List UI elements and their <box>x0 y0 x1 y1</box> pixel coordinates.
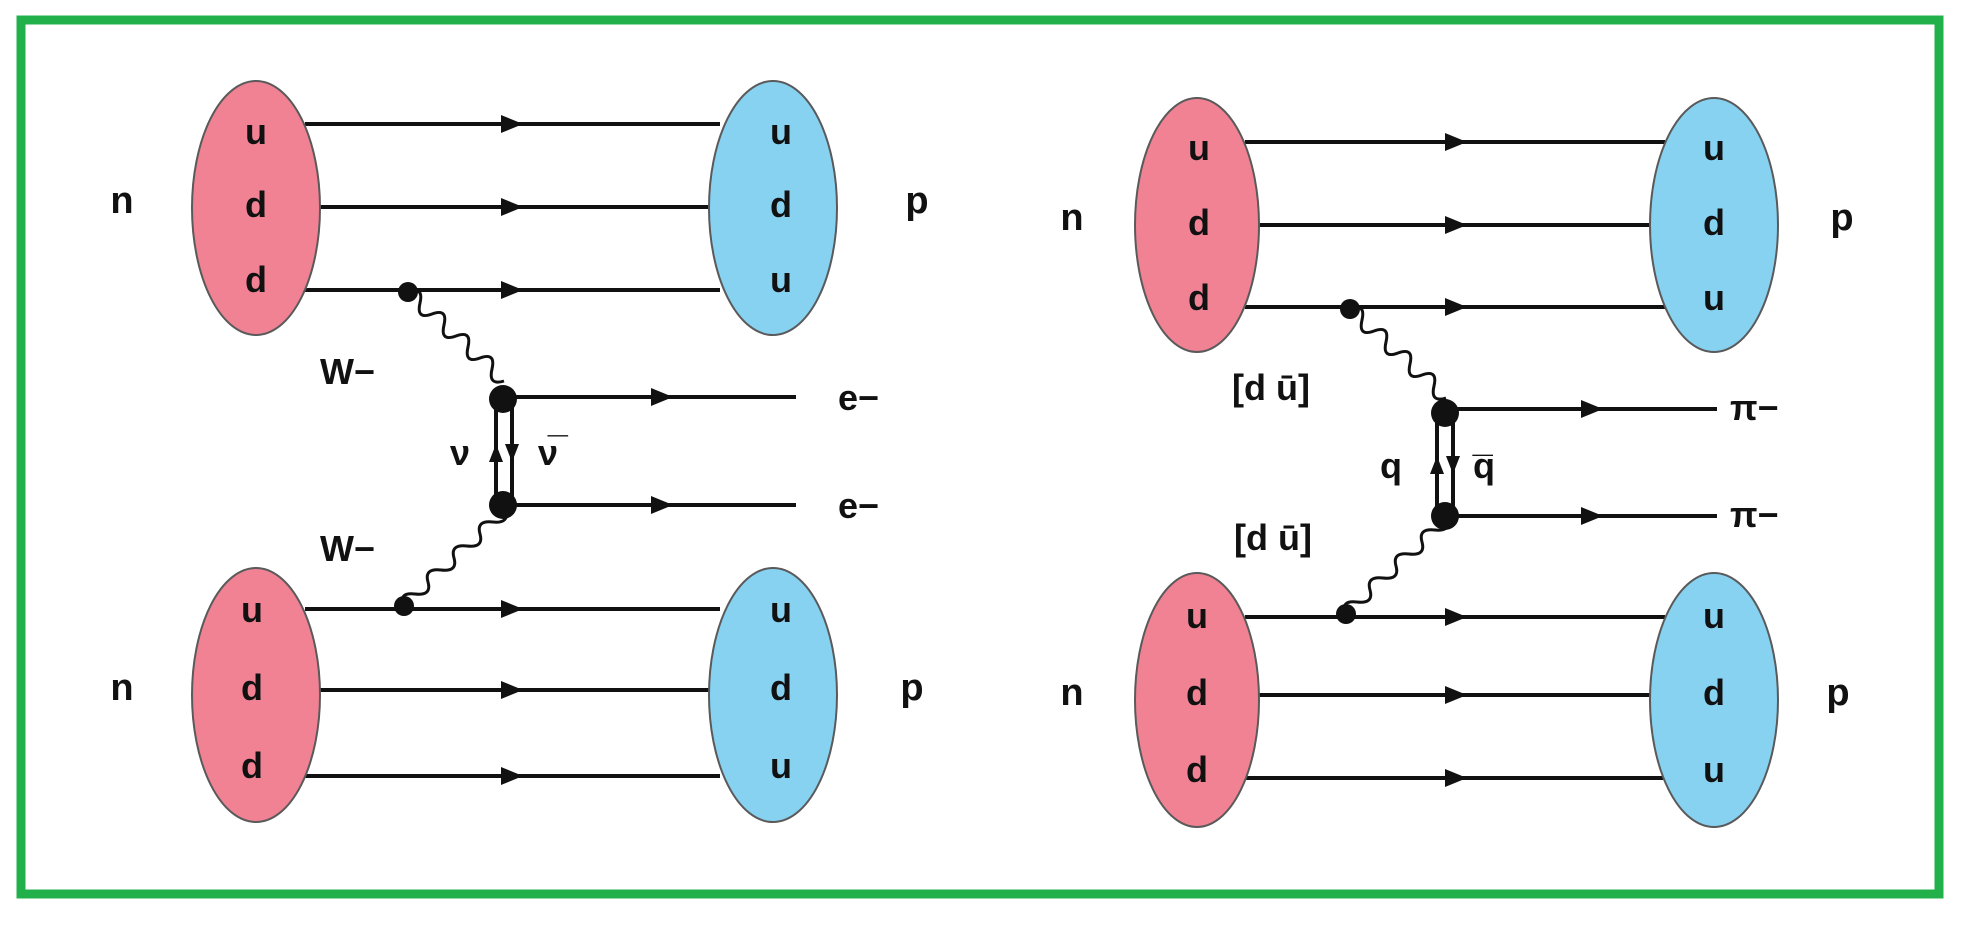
arrow-icon <box>1581 400 1603 418</box>
neutron-label: n <box>1060 197 1083 239</box>
neutron-ellipse <box>191 567 321 823</box>
quark-label: u <box>770 745 792 786</box>
arrow-icon <box>1445 608 1467 626</box>
quark-label: u <box>770 259 792 300</box>
quark-label: d <box>1186 672 1208 713</box>
quark-label: d <box>241 667 263 708</box>
w-boson-label: W− <box>320 528 375 569</box>
arrow-icon <box>501 600 523 618</box>
quark-label: d <box>1188 277 1210 318</box>
quark-label: d <box>770 667 792 708</box>
arrow-icon <box>505 444 519 462</box>
neutron-label: n <box>110 180 133 222</box>
neutron-label: n <box>1060 672 1083 714</box>
arrow-icon <box>501 681 523 699</box>
quark-label: d <box>241 745 263 786</box>
meson-exchange-label: [d ū] <box>1232 367 1310 408</box>
right-panel: n p n p u d d u d u u d d u d u [d ū] [d… <box>1060 97 1854 828</box>
quark-label: u <box>1703 749 1725 790</box>
arrow-icon <box>1446 456 1460 474</box>
w-boson-line <box>407 288 505 384</box>
arrow-icon <box>501 198 523 216</box>
arrow-icon <box>489 444 503 462</box>
neutron-label: n <box>110 667 133 709</box>
quark-label: d <box>1703 202 1725 243</box>
arrow-icon <box>501 281 523 299</box>
proton-ellipse <box>1649 97 1779 353</box>
arrow-icon <box>1445 133 1467 151</box>
quark-label: d <box>245 259 267 300</box>
neutrino-label: ν <box>450 432 470 473</box>
arrow-icon <box>1445 769 1467 787</box>
meson-exchange-line <box>1349 305 1447 401</box>
outer-frame <box>16 15 1944 899</box>
w-boson-line <box>400 507 509 607</box>
pion-label: π− <box>1730 387 1779 428</box>
quark-label: d <box>245 184 267 225</box>
quark-label: u <box>1186 595 1208 636</box>
quark-label: d <box>1703 672 1725 713</box>
arrow-icon <box>1445 298 1467 316</box>
quark-label: d <box>1186 749 1208 790</box>
vertex-dot <box>1340 299 1360 319</box>
quark-loop-label: q <box>1380 445 1402 486</box>
proton-ellipse <box>1649 572 1779 828</box>
meson-exchange-line <box>1342 515 1451 615</box>
quark-label: u <box>1188 127 1210 168</box>
arrow-icon <box>1430 456 1444 474</box>
proton-label: p <box>900 667 923 709</box>
vertex-dot <box>398 282 418 302</box>
quark-label: u <box>770 111 792 152</box>
proton-label: p <box>1830 197 1853 239</box>
antineutrino-label: ν̅ <box>538 432 569 473</box>
neutron-ellipse <box>191 80 321 336</box>
proton-label: p <box>1826 672 1849 714</box>
arrow-icon <box>1581 507 1603 525</box>
left-panel: n p n p u d d u d u u d d u d u W− W− ν … <box>110 80 929 823</box>
quark-label: u <box>1703 127 1725 168</box>
proton-ellipse <box>708 80 838 336</box>
arrow-icon <box>501 115 523 133</box>
arrow-icon <box>651 388 673 406</box>
antiquark-loop-label: q̅ <box>1472 445 1495 486</box>
neutron-ellipse <box>1134 572 1260 828</box>
electron-label: e− <box>838 377 879 418</box>
arrow-icon <box>651 496 673 514</box>
w-boson-label: W− <box>320 351 375 392</box>
arrow-icon <box>1445 216 1467 234</box>
quark-label: u <box>245 111 267 152</box>
quark-label: d <box>1188 202 1210 243</box>
quark-label: u <box>1703 595 1725 636</box>
proton-ellipse <box>708 567 838 823</box>
meson-exchange-label: [d ū] <box>1234 517 1312 558</box>
pion-label: π− <box>1730 494 1779 535</box>
arrow-icon <box>501 767 523 785</box>
quark-label: u <box>1703 277 1725 318</box>
quark-label: u <box>241 589 263 630</box>
proton-label: p <box>905 180 928 222</box>
quark-label: u <box>770 589 792 630</box>
neutron-ellipse <box>1134 97 1260 353</box>
electron-label: e− <box>838 485 879 526</box>
quark-label: d <box>770 184 792 225</box>
arrow-icon <box>1445 686 1467 704</box>
vertex-dot <box>394 596 414 616</box>
vertex-dot <box>1336 604 1356 624</box>
